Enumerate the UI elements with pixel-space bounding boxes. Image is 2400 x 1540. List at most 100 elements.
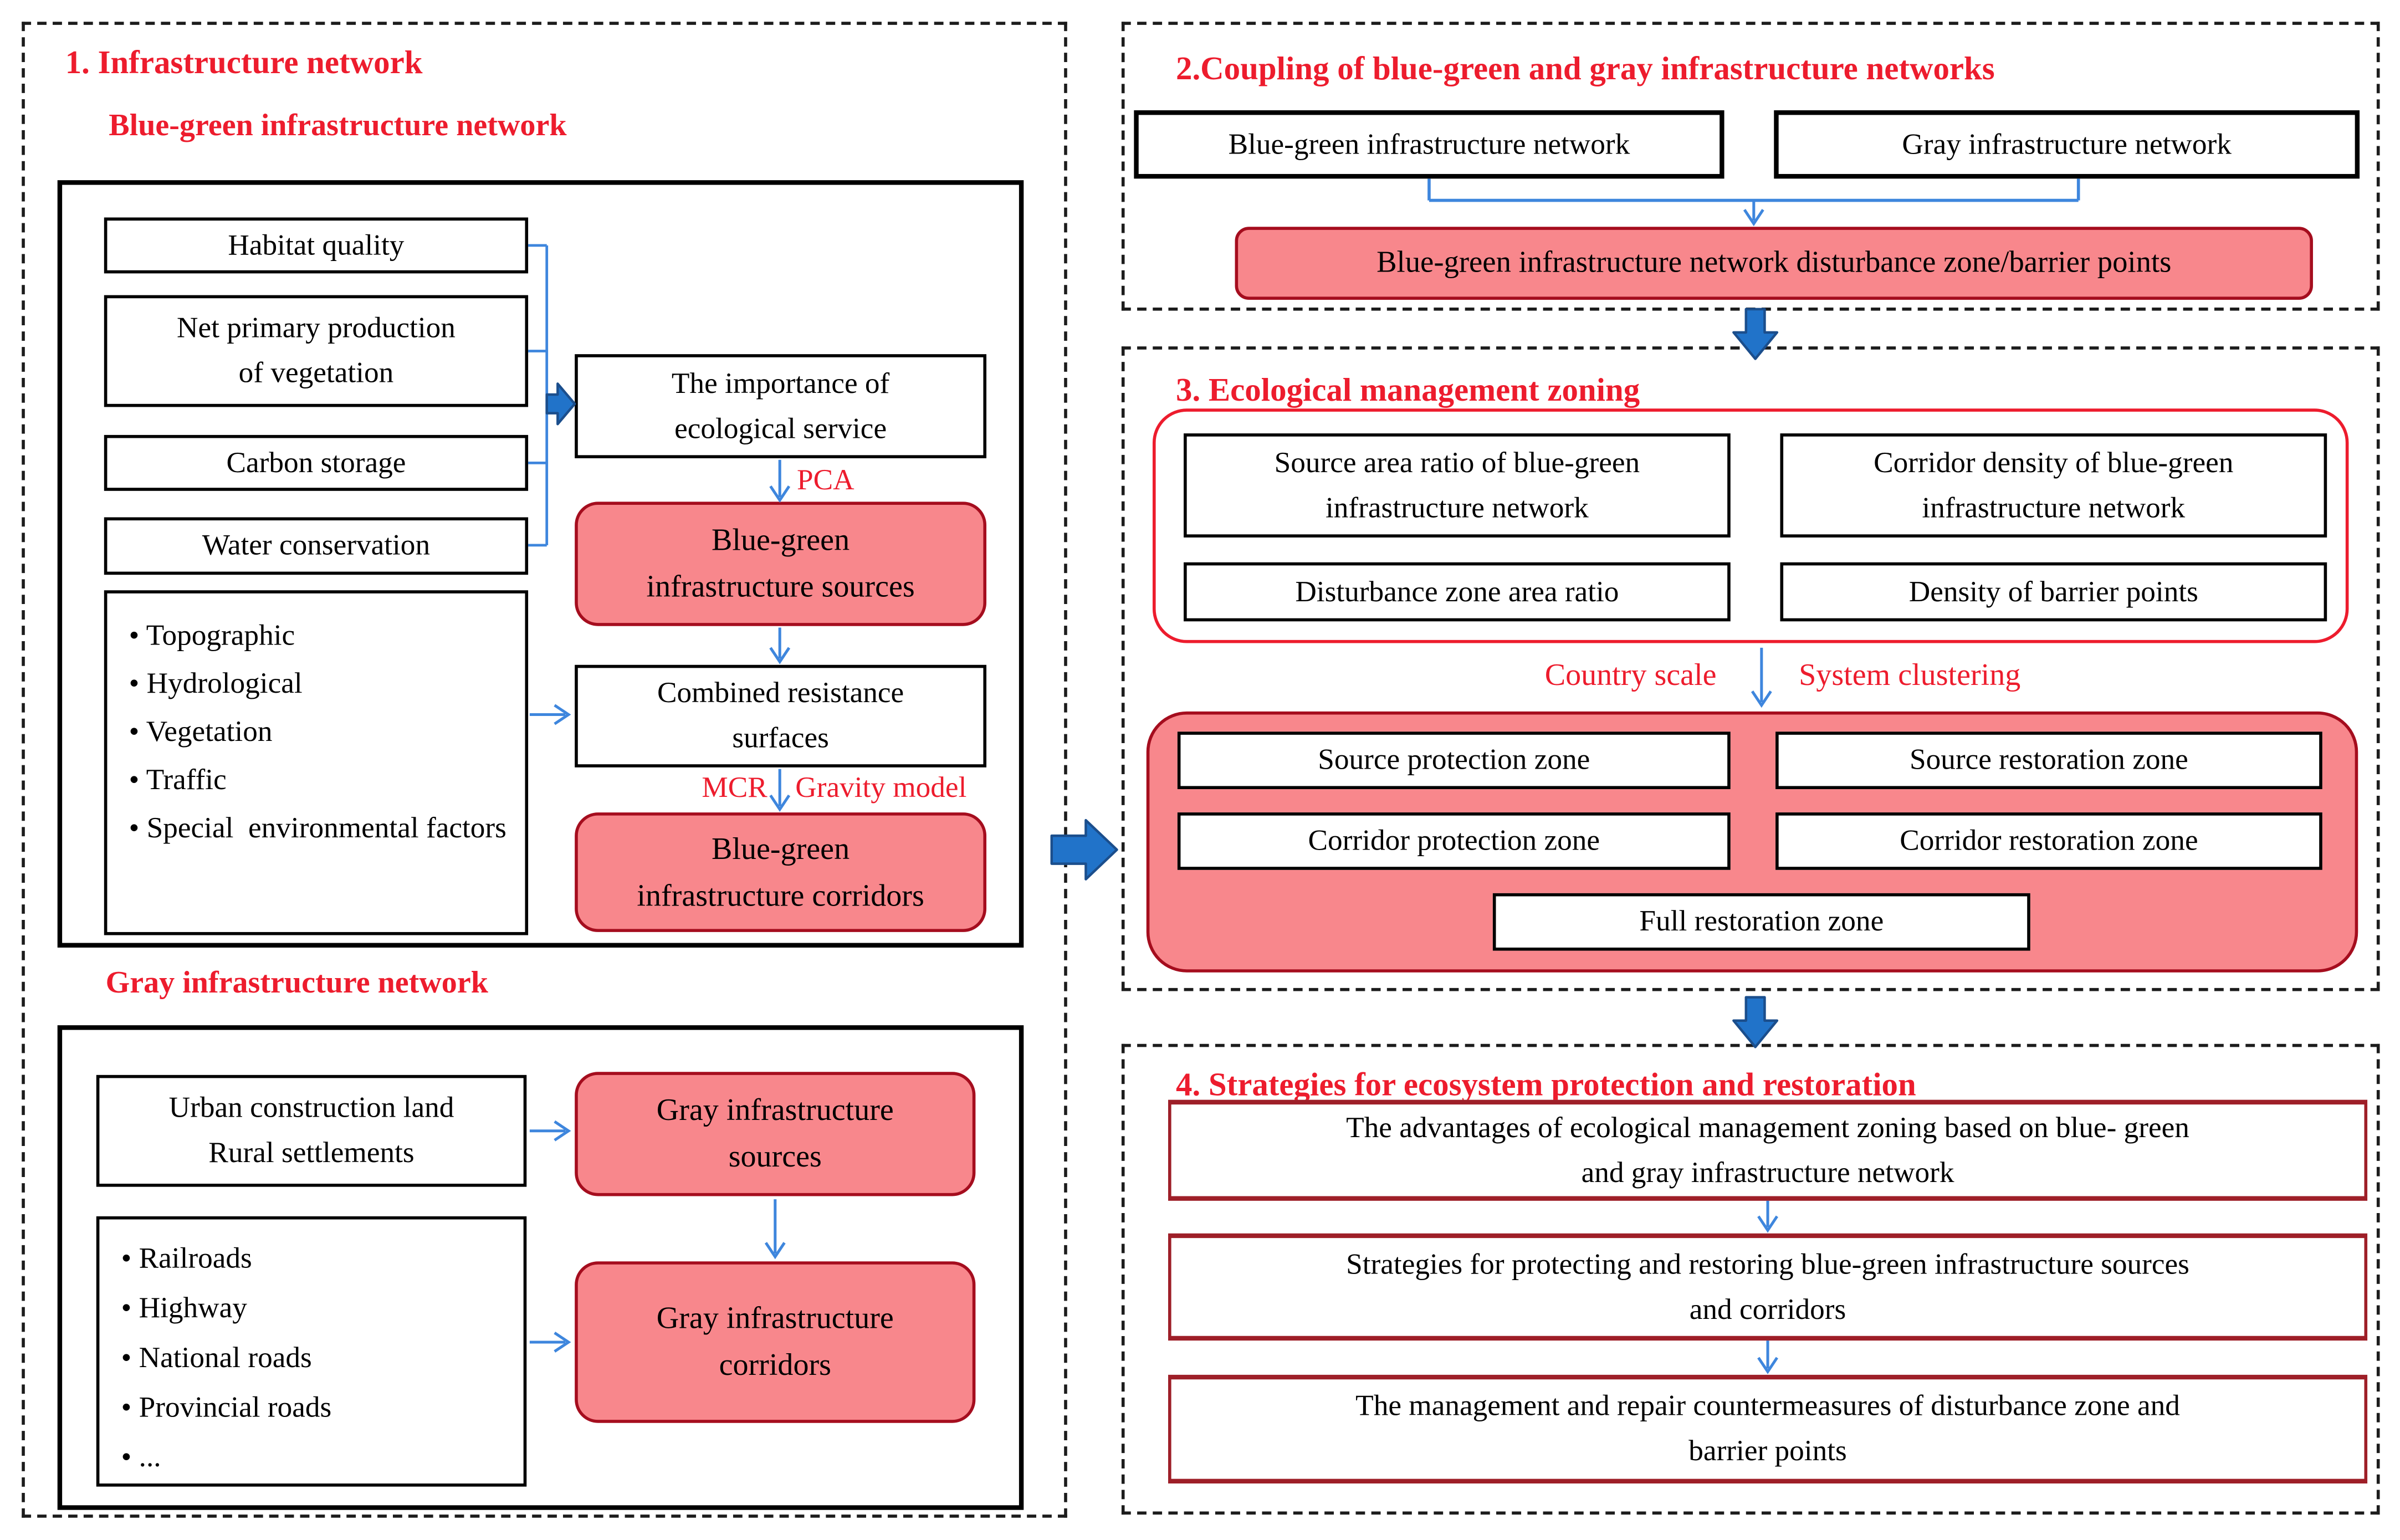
barrier-density-box: Density of barrier points <box>1780 562 2327 622</box>
mcr-label: MCR <box>702 772 767 805</box>
road-text: National roads <box>139 1342 312 1375</box>
factor-text: Vegetation <box>146 716 273 749</box>
system-clustering-label: System clustering <box>1799 658 2021 693</box>
i3-label: Disturbance zone area ratio <box>1295 575 1619 608</box>
z5-label: Full restoration zone <box>1639 905 1884 939</box>
combined-resistance-box: Combined resistance surfaces <box>575 664 987 768</box>
strategy-advantages-box: The advantages of ecological management … <box>1168 1099 2368 1201</box>
source-area-ratio-box: Source area ratio of blue-green infrastr… <box>1184 433 1731 538</box>
net-primary-production-box: Net primary production of vegetation <box>104 295 529 407</box>
factor-text: Hydrological <box>146 668 303 701</box>
factor-text: Special environmental factors <box>146 812 506 845</box>
urban-line1: Urban construction land <box>168 1092 454 1125</box>
resistance-factors-box: • Topographic • Hydrological • Vegetatio… <box>104 590 529 935</box>
bullet-icon: • <box>121 1391 132 1425</box>
coupling-gray-box: Gray infrastructure network <box>1774 110 2360 179</box>
bg-sources-line1: Blue-green <box>712 523 850 558</box>
gray-sources-line2: sources <box>728 1140 822 1175</box>
corridor-density-box: Corridor density of blue-green infrastru… <box>1780 433 2327 538</box>
s3-line2: barrier points <box>1688 1435 1847 1469</box>
habitat-quality-label: Habitat quality <box>228 229 405 262</box>
gray-corridors-line1: Gray infrastructure <box>656 1302 894 1336</box>
bluegreen-section-heading: Blue-green infrastructure network <box>109 109 567 143</box>
panel3-title: 3. Ecological management zoning <box>1176 371 1640 409</box>
npp-line2: of vegetation <box>238 357 394 390</box>
ecological-service-importance-box: The importance of ecological service <box>575 354 987 458</box>
bullet-icon: • <box>129 620 140 653</box>
combined-line2: surfaces <box>732 722 829 755</box>
road-item-national-roads: • National roads <box>99 1334 523 1384</box>
gray-section-heading: Gray infrastructure network <box>105 966 488 1001</box>
bullet-icon: • <box>121 1292 132 1326</box>
factor-item-vegetation: • Vegetation <box>107 708 525 756</box>
road-text: Highway <box>139 1292 247 1326</box>
pca-label: PCA <box>797 464 854 498</box>
importance-line1: The importance of <box>671 367 890 400</box>
factor-item-traffic: • Traffic <box>107 756 525 805</box>
bullet-icon: • <box>121 1342 132 1375</box>
coupling-bluegreen-box: Blue-green infrastructure network <box>1134 110 1724 179</box>
panel-infrastructure-network: 1. Infrastructure network Blue-green inf… <box>22 22 1067 1518</box>
water-conservation-label: Water conservation <box>202 529 431 562</box>
z2-label: Source restoration zone <box>1909 744 2188 777</box>
factor-text: Topographic <box>146 620 295 653</box>
factor-text: Traffic <box>146 764 227 797</box>
panel4-title: 4. Strategies for ecosystem protection a… <box>1176 1065 1916 1103</box>
bullet-icon: • <box>121 1441 132 1475</box>
carbon-storage-label: Carbon storage <box>226 446 406 479</box>
urban-line2: Rural settlements <box>208 1137 415 1170</box>
road-text: ... <box>139 1441 161 1475</box>
disturbance-area-ratio-box: Disturbance zone area ratio <box>1184 562 1731 622</box>
factor-item-special-environmental: • Special environmental factors <box>107 805 525 853</box>
s1-line2: and gray infrastructure network <box>1581 1156 1954 1189</box>
country-scale-label: Country scale <box>1544 658 1717 693</box>
bluegreen-corridors-box: Blue-green infrastructure corridors <box>575 812 987 932</box>
source-protection-zone-box: Source protection zone <box>1177 731 1731 790</box>
gray-corridors-line2: corridors <box>719 1348 831 1383</box>
i2-line2: infrastructure network <box>1922 492 2186 525</box>
bluegreen-sources-box: Blue-green infrastructure sources <box>575 502 987 626</box>
s3-line1: The management and repair countermeasure… <box>1355 1390 2180 1423</box>
coupling-gray-label: Gray infrastructure network <box>1902 128 2232 161</box>
road-factors-box: • Railroads • Highway • National roads •… <box>96 1216 527 1487</box>
coupling-bluegreen-label: Blue-green infrastructure network <box>1228 128 1630 161</box>
bullet-icon: • <box>121 1242 132 1276</box>
panel3-to-panel4-arrow <box>1732 996 1779 1048</box>
full-restoration-zone-box: Full restoration zone <box>1492 893 2030 951</box>
panel1-title: 1. Infrastructure network <box>65 43 423 81</box>
road-text: Railroads <box>139 1242 252 1276</box>
i1-line2: infrastructure network <box>1326 492 1589 525</box>
gravity-model-label: Gravity model <box>795 772 967 805</box>
importance-line2: ecological service <box>674 412 887 446</box>
bg-corridors-line2: infrastructure corridors <box>637 878 924 913</box>
s2-line1: Strategies for protecting and restoring … <box>1346 1248 2189 1281</box>
s1-line1: The advantages of ecological management … <box>1346 1111 2189 1144</box>
strategy-protect-restore-box: Strategies for protecting and restoring … <box>1168 1233 2368 1341</box>
road-item-provincial-roads: • Provincial roads <box>99 1384 523 1434</box>
strategy-management-repair-box: The management and repair countermeasure… <box>1168 1374 2368 1484</box>
bg-sources-line2: infrastructure sources <box>646 570 915 605</box>
i4-label: Density of barrier points <box>1908 575 2198 608</box>
corridor-protection-zone-box: Corridor protection zone <box>1177 812 1731 870</box>
i2-line1: Corridor density of blue-green <box>1874 446 2234 479</box>
corridor-restoration-zone-box: Corridor restoration zone <box>1775 812 2322 870</box>
road-item-highway: • Highway <box>99 1285 523 1334</box>
carbon-storage-box: Carbon storage <box>104 434 529 491</box>
urban-rural-box: Urban construction land Rural settlement… <box>96 1075 527 1187</box>
gray-sources-line1: Gray infrastructure <box>656 1093 894 1128</box>
disturbance-barrier-label: Blue-green infrastructure network distur… <box>1376 246 2172 279</box>
gray-sources-box: Gray infrastructure sources <box>575 1072 976 1196</box>
bullet-icon: • <box>129 764 140 797</box>
source-restoration-zone-box: Source restoration zone <box>1775 731 2322 790</box>
factor-item-hydrological: • Hydrological <box>107 660 525 708</box>
z4-label: Corridor restoration zone <box>1900 825 2198 858</box>
s2-line2: and corridors <box>1689 1293 1846 1326</box>
habitat-quality-box: Habitat quality <box>104 217 529 274</box>
water-conservation-box: Water conservation <box>104 517 529 575</box>
z3-label: Corridor protection zone <box>1308 825 1600 858</box>
road-item-railroads: • Railroads <box>99 1235 523 1285</box>
gray-corridors-box: Gray infrastructure corridors <box>575 1261 976 1423</box>
bullet-icon: • <box>129 716 140 749</box>
npp-line1: Net primary production <box>176 312 456 345</box>
